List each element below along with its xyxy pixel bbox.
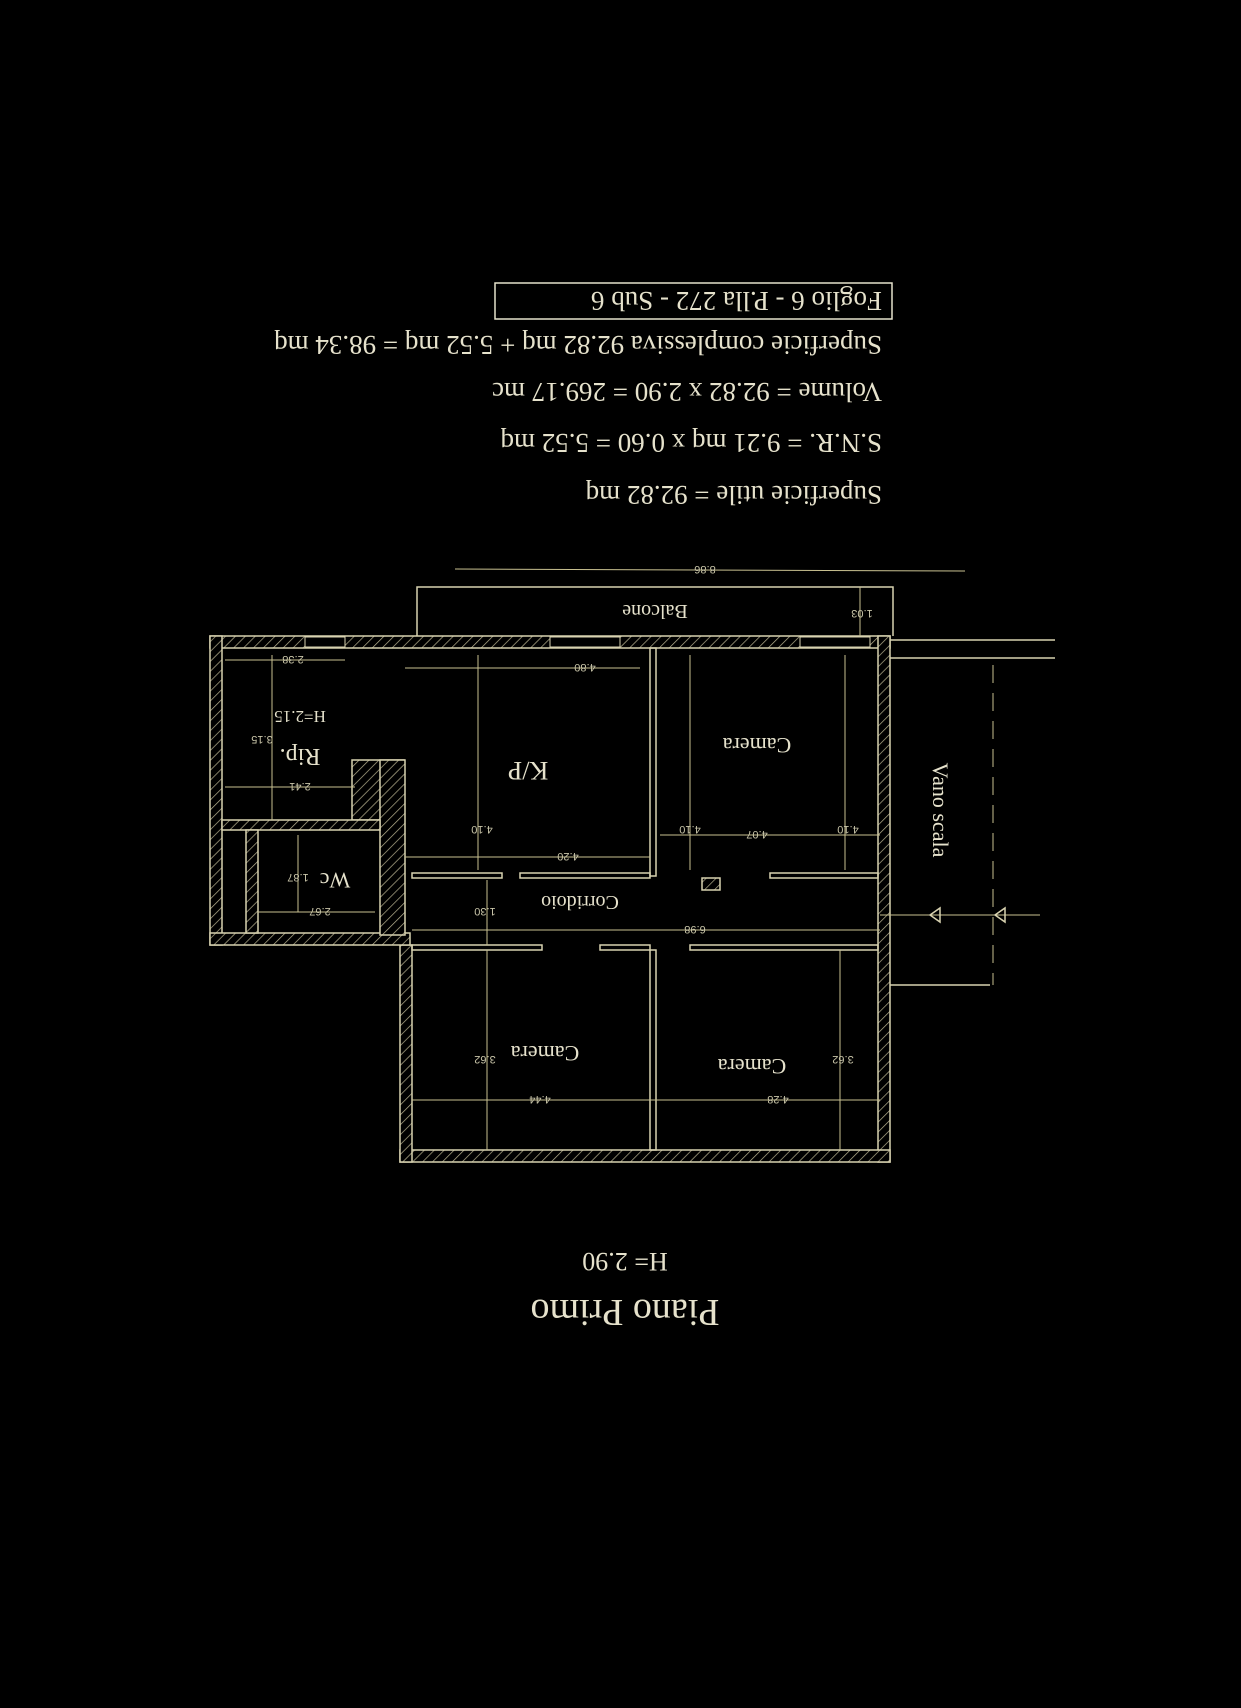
dimension-lines [225,568,966,1150]
dim-label: 2.41 [289,780,310,792]
partitions [411,647,879,1151]
superficie-complessiva: Superficie complessiva 92.82 mq + 5.52 m… [274,330,882,360]
room-corridoio: Corridoio [541,891,619,913]
dim-label: 3.62 [474,1053,495,1065]
room-vano-scala: Vano scala [928,763,953,858]
dim-label: 1.30 [474,905,495,917]
stairwell [880,639,1055,986]
dimension-labels: 8.86 1.03 4.80 4.20 4.10 4.10 4.07 4.10 … [251,563,872,1105]
dim-label: 4.10 [471,823,492,835]
room-camera-3: Camera [718,1054,787,1079]
dim-label: 4.10 [837,823,858,835]
dim-label: 4.44 [529,1093,550,1105]
walls [209,635,891,1163]
room-rip-height: H=2.15 [274,707,326,726]
snr: S.N.R. = 9.21 mq x 0.60 = 5.52 mq [500,428,882,458]
dim-label: 1.03 [851,607,872,619]
dim-label: 3.62 [832,1053,853,1065]
dim-label: 1.87 [287,871,308,883]
room-wc: Wc [320,868,351,893]
dim-label: 4.80 [574,661,595,673]
room-balcone: Balcone [622,600,688,622]
superficie-utile: Superficie utile = 92.82 mq [585,480,882,510]
labels: Piano Primo H= 2.90 Superficie utile = 9… [251,282,953,1333]
room-camera-1: Camera [723,733,792,758]
room-rip: Rip. [280,743,321,769]
balcony-outline [416,586,894,636]
dim-label: 4.20 [557,850,578,862]
dim-label: 4.07 [746,828,767,840]
dim-label: 6.98 [684,923,705,935]
dim-label: 4.10 [679,823,700,835]
stair-arrow-icon [928,906,1006,924]
room-kp: K/P [508,756,548,785]
plan-title: Piano Primo [531,1291,720,1333]
cadastral-reference: Foglio 6 - P.lla 272 - Sub 6 [591,286,882,316]
room-camera-2: Camera [511,1041,580,1066]
cadastral-box [494,282,893,320]
dim-label: 4.28 [767,1093,788,1105]
dim-label: 3.15 [251,733,272,745]
dim-label: 2.38 [282,653,303,665]
windows [304,636,871,648]
volume: Volume = 92.82 x 2.90 = 269.17 mc [492,377,882,407]
floor-height: H= 2.90 [582,1247,667,1276]
dim-label: 8.86 [694,563,715,575]
dim-label: 2.67 [309,905,330,917]
